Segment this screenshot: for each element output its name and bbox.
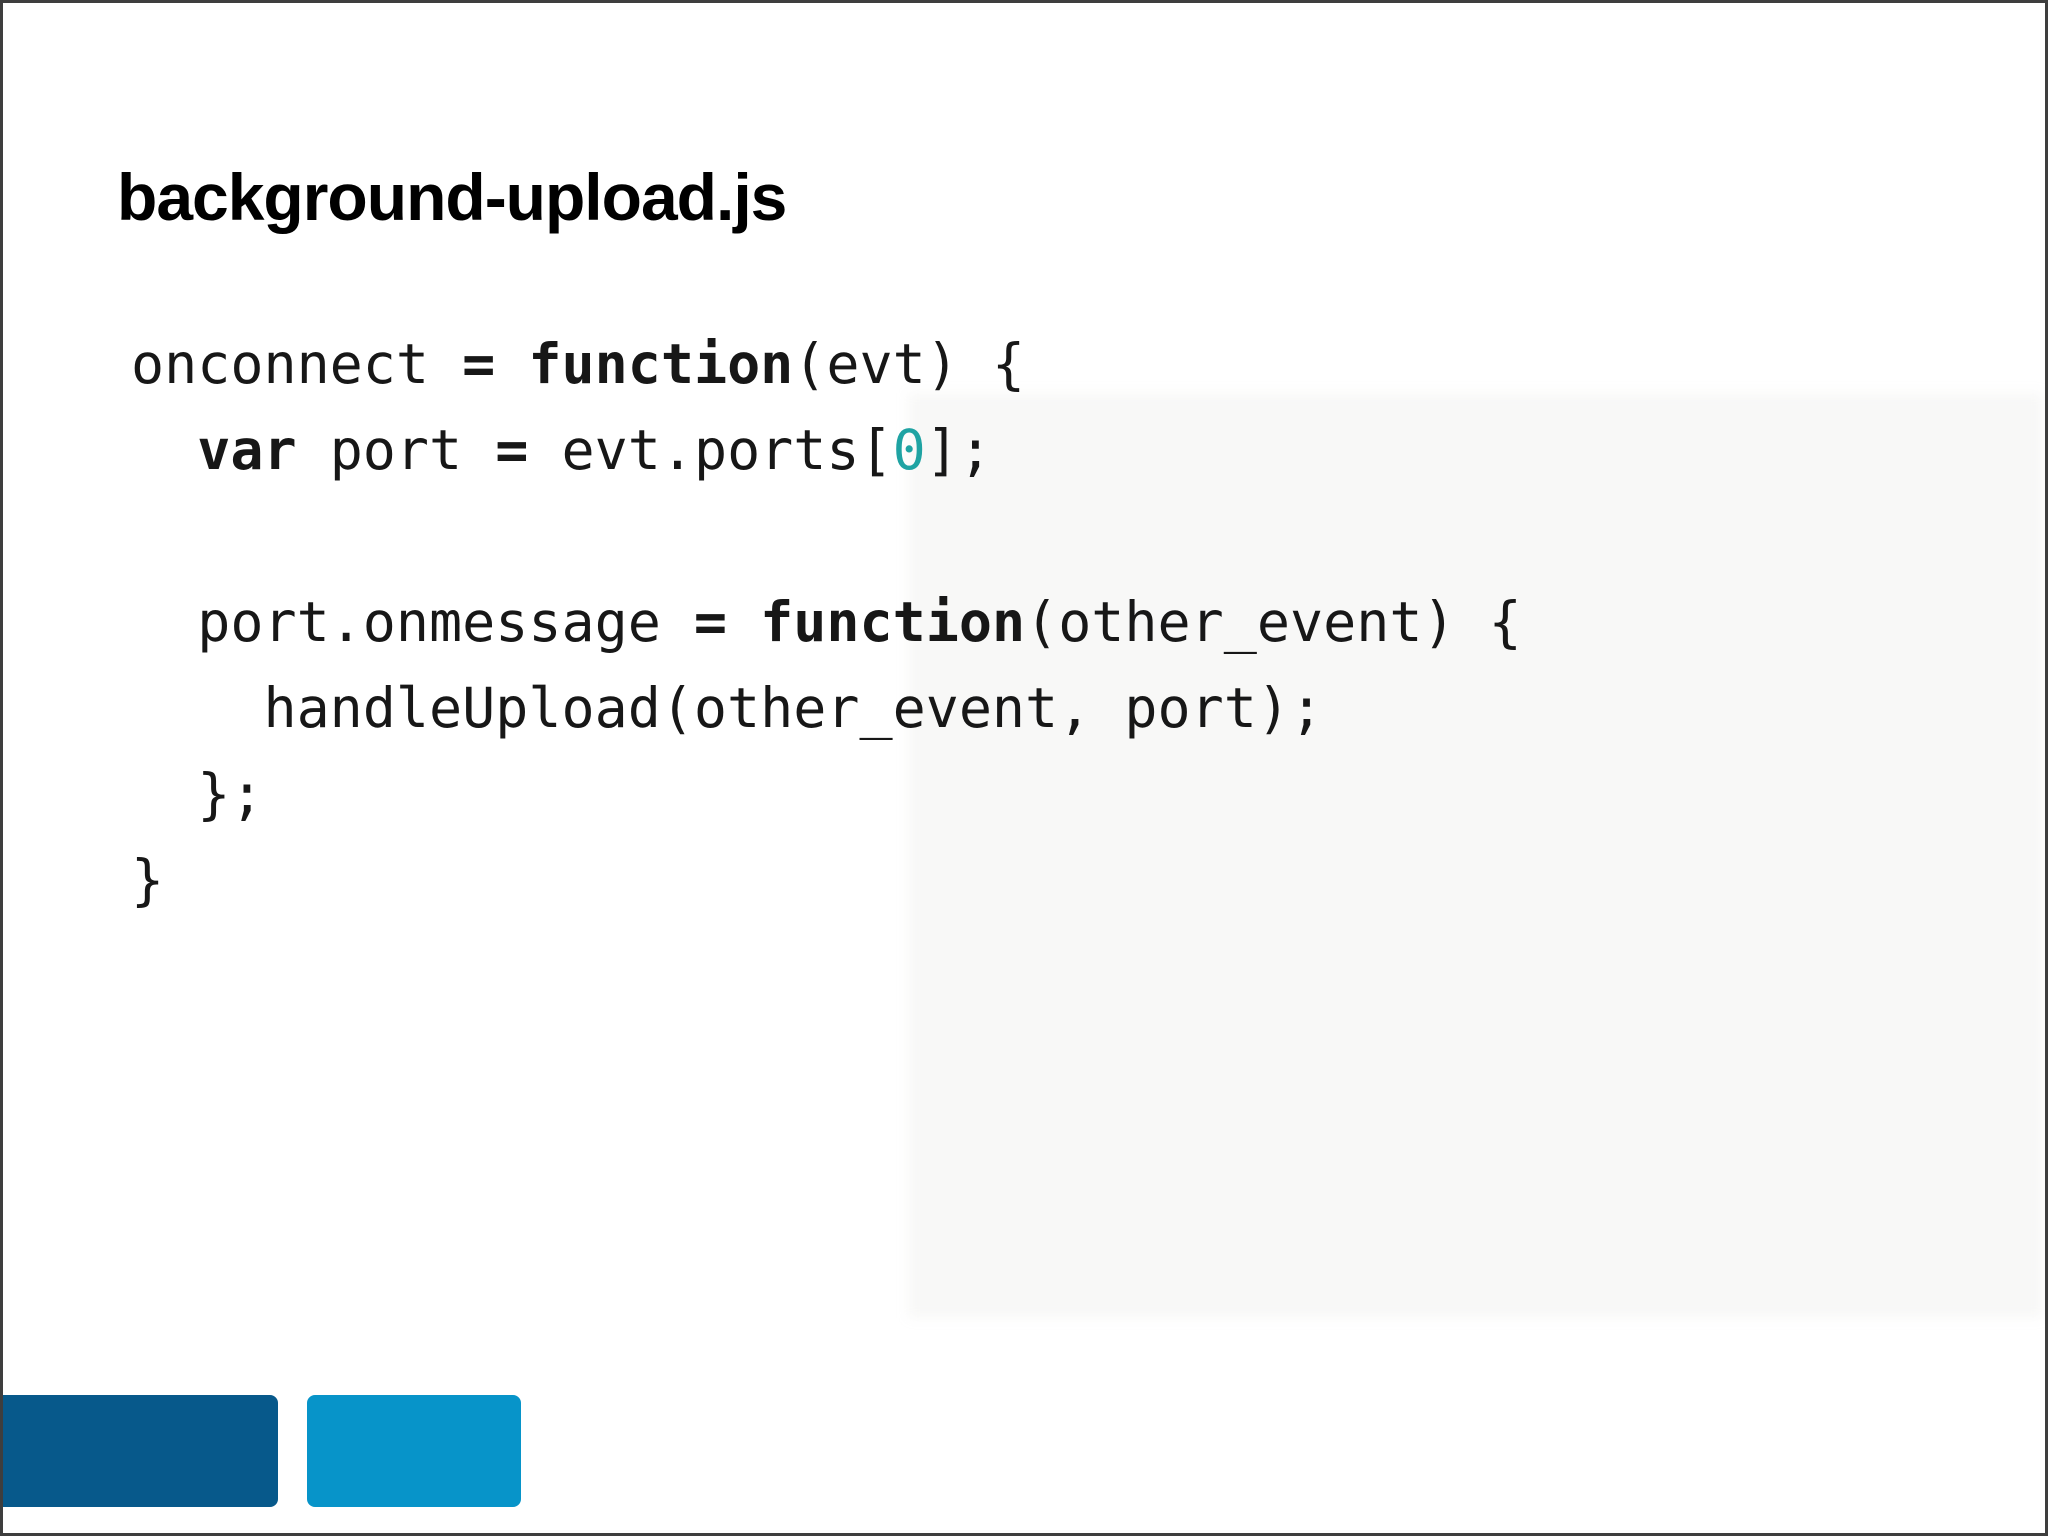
- code-segment: 0: [892, 418, 926, 482]
- code-segment: onconnect: [131, 332, 463, 396]
- code-segment: ];: [925, 418, 992, 482]
- code-segment: handleUpload(other_event, port);: [131, 676, 1324, 740]
- code-segment: [495, 332, 528, 396]
- code-line: };: [131, 751, 1522, 837]
- code-line: var port = evt.ports[0];: [131, 407, 1522, 493]
- code-segment: var: [197, 418, 297, 482]
- code-line: port.onmessage = function(other_event) {: [131, 579, 1522, 665]
- code-segment: }: [131, 848, 165, 912]
- code-segment: port.onmessage: [131, 590, 694, 654]
- code-segment: port: [296, 418, 496, 482]
- code-segment: evt.ports[: [528, 418, 893, 482]
- code-segment: =: [495, 418, 529, 482]
- code-segment: =: [462, 332, 496, 396]
- code-block: onconnect = function(evt) { var port = e…: [131, 321, 1522, 923]
- accent-bar-light-blue: [307, 1395, 521, 1507]
- code-segment: };: [131, 762, 264, 826]
- code-segment: (evt) {: [793, 332, 1026, 396]
- accent-bar-dark-blue: [3, 1395, 278, 1507]
- code-line: }: [131, 837, 1522, 923]
- code-segment: function: [760, 590, 1026, 654]
- code-segment: [131, 418, 197, 482]
- code-segment: =: [693, 590, 728, 654]
- code-segment: function: [528, 332, 794, 396]
- code-segment: (other_event) {: [1025, 590, 1522, 654]
- code-segment: [727, 590, 760, 654]
- code-line: [131, 493, 1522, 579]
- code-line: handleUpload(other_event, port);: [131, 665, 1522, 751]
- code-line: onconnect = function(evt) {: [131, 321, 1522, 407]
- slide-title: background-upload.js: [117, 160, 787, 235]
